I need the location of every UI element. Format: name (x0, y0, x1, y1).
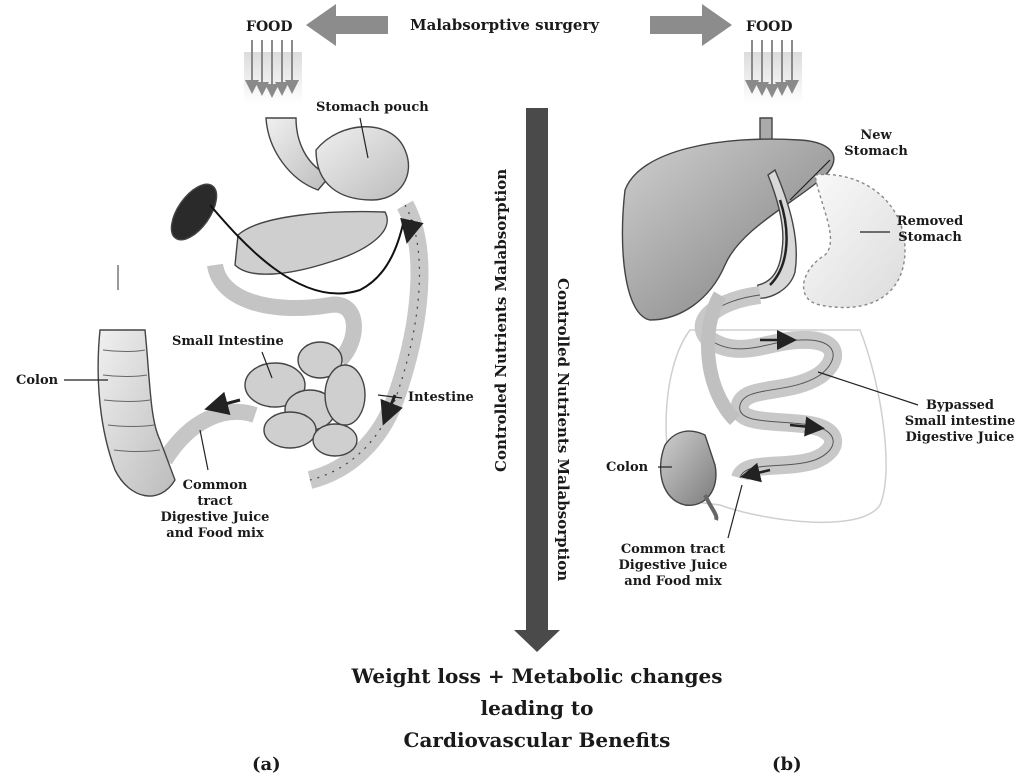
outcome-line-2: leading to (277, 692, 797, 724)
label-new-stomach: New Stomach (836, 128, 916, 160)
label-line: Digestive Juice (150, 510, 280, 526)
panel-a-illustration (64, 118, 419, 496)
food-arrows-icon (744, 40, 802, 104)
food-label-right: FOOD (746, 19, 792, 35)
food-label-left: FOOD (246, 19, 292, 35)
label-line: Common (150, 478, 280, 494)
label-line: Digestive Juice (890, 430, 1030, 446)
label-line: New (836, 128, 916, 144)
label-removed-stomach: Removed Stomach (890, 214, 970, 246)
arrow-left-icon (306, 4, 388, 46)
label-stomach-pouch: Stomach pouch (316, 100, 429, 116)
label-intestine: Intestine (408, 390, 474, 406)
food-arrows-icon (244, 40, 302, 104)
label-line: Bypassed (890, 398, 1030, 414)
label-line: Digestive Juice (606, 558, 740, 574)
outcome-line-1: Weight loss + Metabolic changes (277, 660, 797, 692)
diagram-title: Malabsorptive surgery (410, 16, 599, 34)
label-line: and Food mix (606, 574, 740, 590)
label-line: Common tract (606, 542, 740, 558)
label-bypassed: Bypassed Small intestine Digestive Juice (890, 398, 1030, 446)
label-line: Removed (890, 214, 970, 230)
vertical-label-right: Controlled Nutrients Malabsorption (554, 278, 572, 581)
panel-b-caption: (b) (772, 754, 802, 775)
label-line: tract (150, 494, 280, 510)
label-line: and Food mix (150, 526, 280, 542)
panel-a-caption: (a) (252, 754, 281, 775)
label-small-intestine: Small Intestine (172, 334, 284, 350)
label-line: Small intestine (890, 414, 1030, 430)
label-line: Stomach (836, 144, 916, 160)
label-colon-b: Colon (606, 460, 648, 476)
arrow-right-icon (650, 4, 732, 46)
vertical-label-left: Controlled Nutrients Malabsorption (492, 169, 510, 472)
label-colon-a: Colon (16, 373, 58, 389)
outcome-line-3: Cardiovascular Benefits (277, 724, 797, 756)
label-line: Stomach (890, 230, 970, 246)
label-common-tract-b: Common tract Digestive Juice and Food mi… (606, 542, 740, 590)
panel-b-illustration (622, 118, 918, 538)
label-common-tract-a: Common tract Digestive Juice and Food mi… (150, 478, 280, 542)
